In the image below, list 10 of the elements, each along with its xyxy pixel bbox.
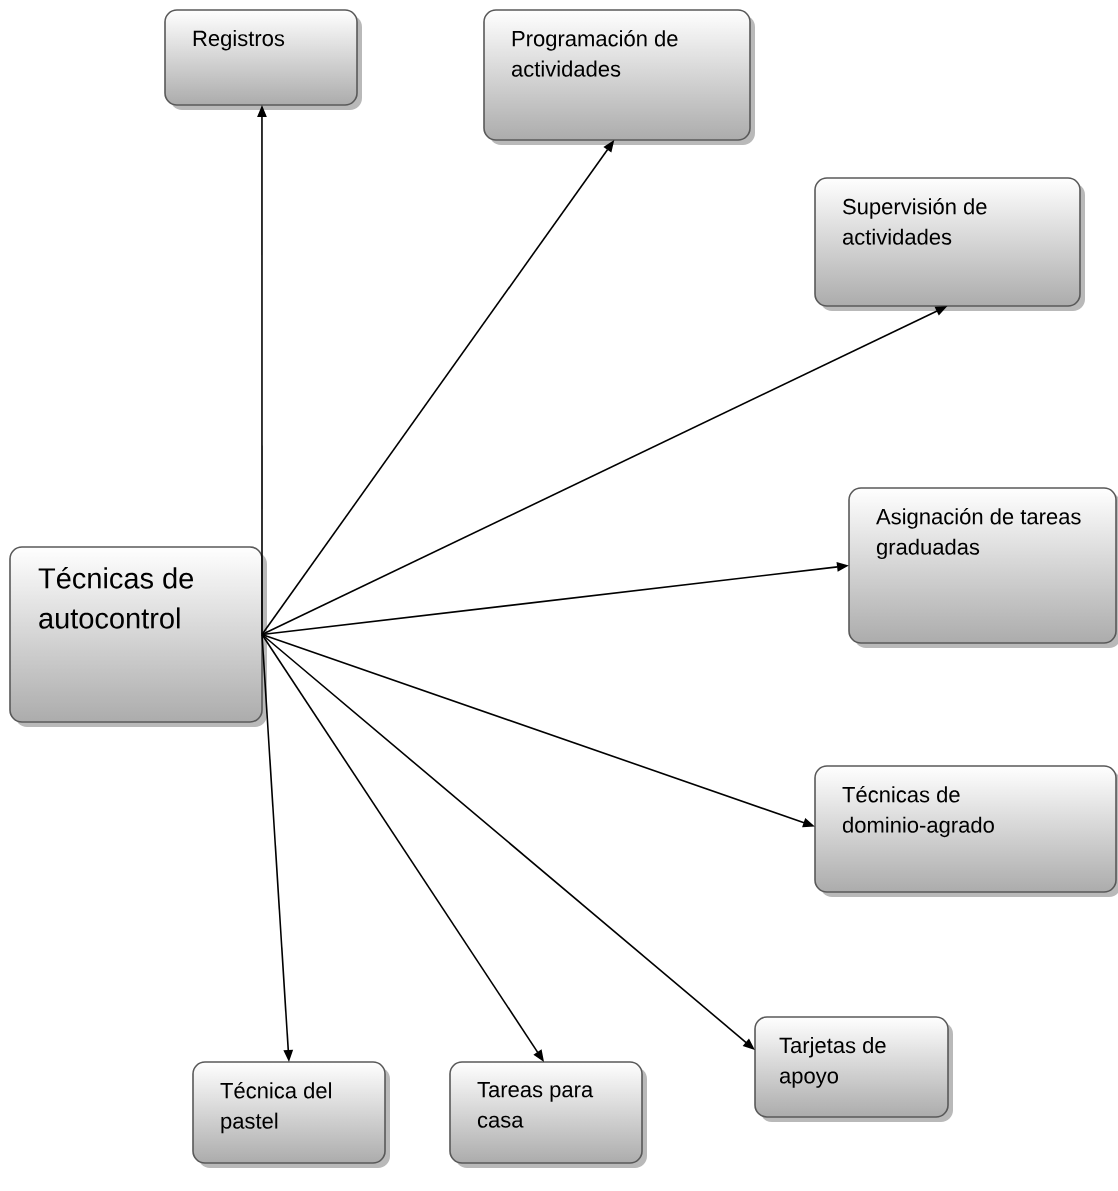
arrow [261,633,755,1050]
text-box: Técnicas de autocontrol [9,546,267,727]
text-box: Tareas para casa [449,1061,647,1168]
text-box: Programación de actividades [483,9,755,145]
text-box: Técnica del pastel [192,1061,390,1168]
text-box: Registros [164,9,362,110]
text-box: Tarjetas de apoyo [754,1016,953,1122]
text-box: Asignación de tareas graduadas [848,487,1118,648]
text-box: Supervisión de actividades [814,177,1085,311]
text-box: Técnicas de dominio-agrado [814,765,1118,897]
